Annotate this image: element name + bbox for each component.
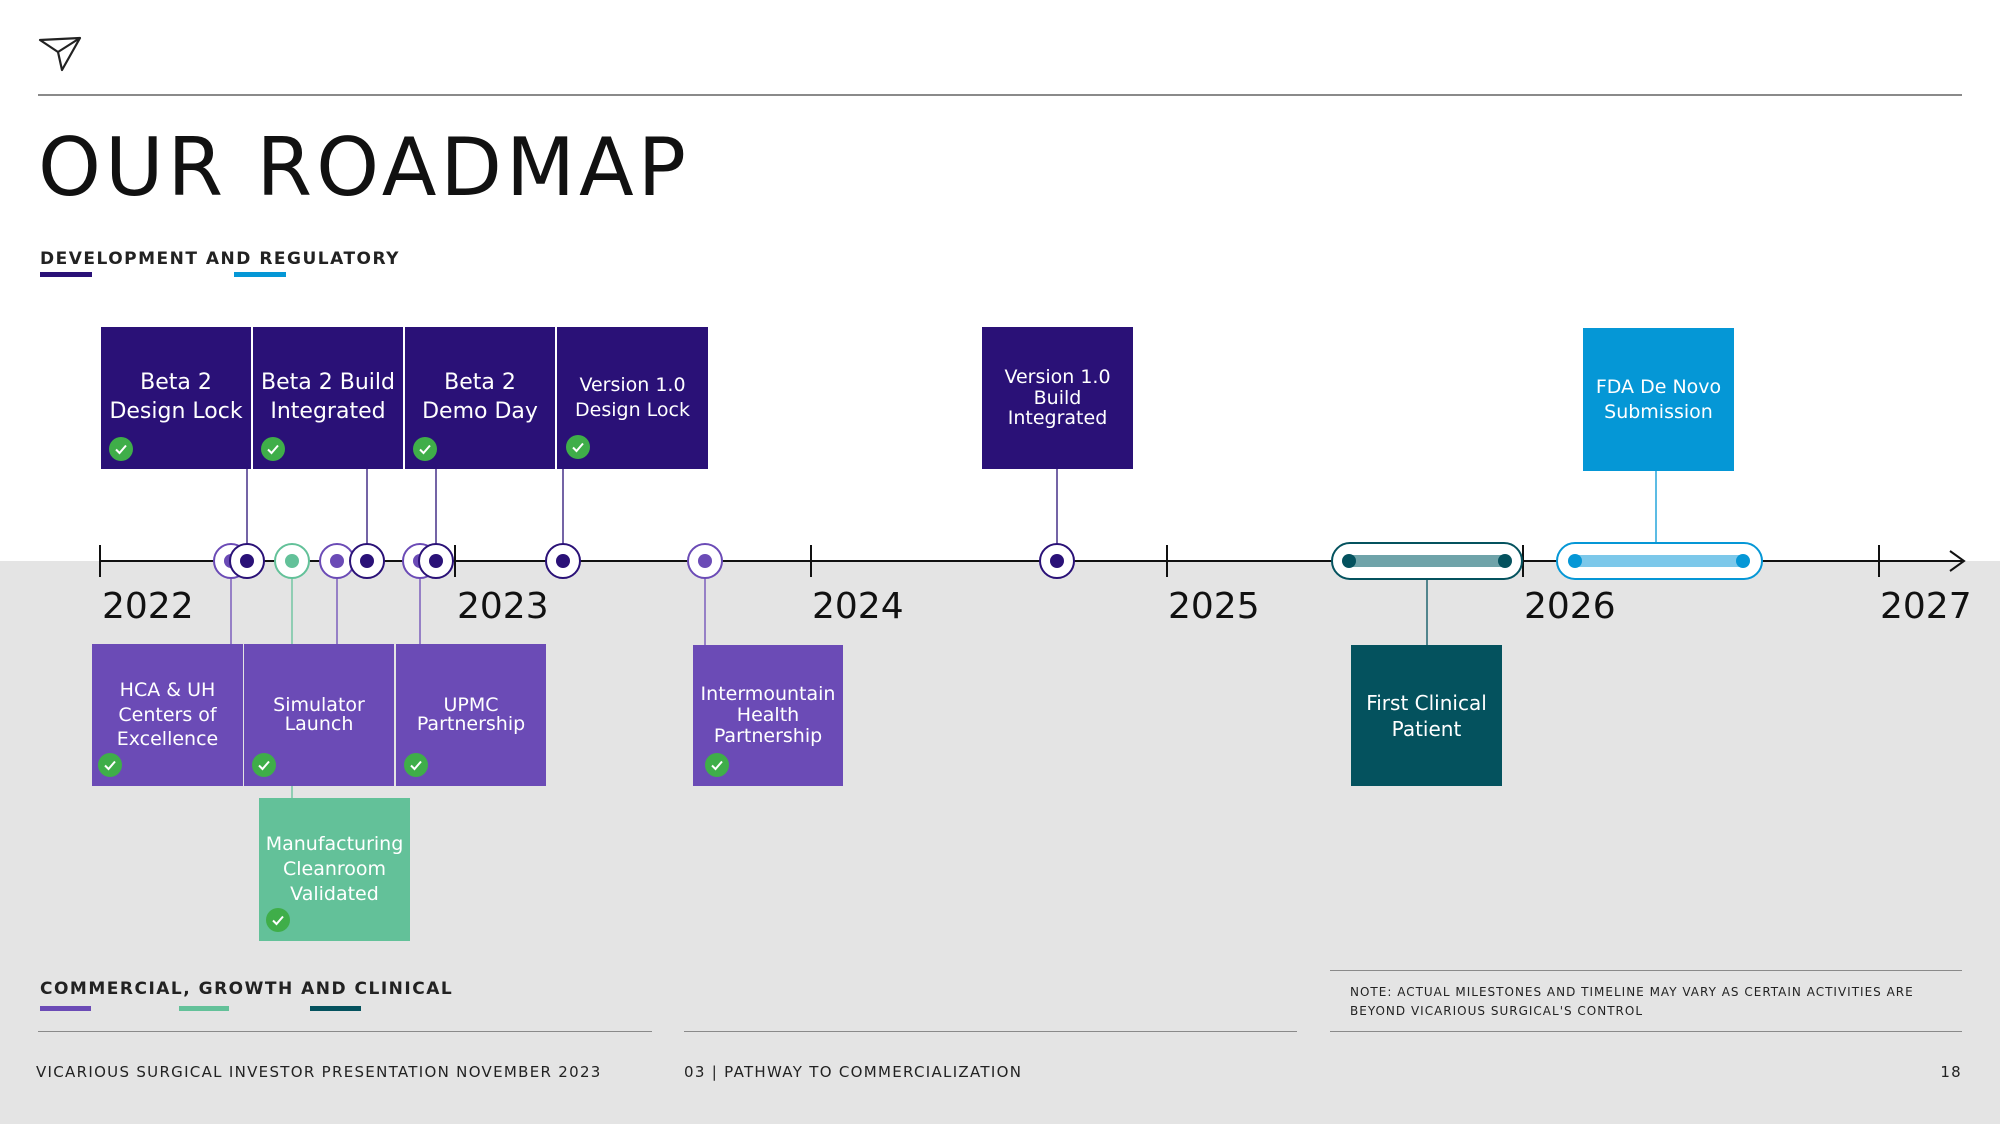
- milestone-label: Beta 2 Demo Day: [422, 370, 538, 424]
- checkmark-icon: [252, 753, 276, 777]
- checkmark-icon: [566, 435, 590, 459]
- milestone-label: Intermountain Health Partnership: [700, 683, 836, 747]
- milestone-fda-de-novo: FDA De Novo Submission: [1583, 328, 1734, 471]
- legend-bar-medium-purple: [40, 1006, 91, 1011]
- milestone-beta2-demo-day: Beta 2 Demo Day: [405, 327, 555, 469]
- milestone-v1-build-integrated: Version 1.0 Build Integrated: [982, 327, 1133, 469]
- year-label-2027: 2027: [1880, 586, 1972, 627]
- checkmark-icon: [413, 437, 437, 461]
- milestone-beta2-build-integrated: Beta 2 Build Integrated: [253, 327, 403, 469]
- company-logo-icon: [38, 36, 82, 72]
- checkmark-icon: [261, 437, 285, 461]
- footer-rule-left: [38, 1031, 652, 1032]
- milestone-label: Beta 2 Build Integrated: [261, 370, 395, 424]
- axis-arrow-icon: [1949, 550, 1966, 572]
- section-label-development: DEVELOPMENT AND REGULATORY: [40, 249, 400, 269]
- legend-bar-dark-purple: [40, 272, 92, 277]
- milestone-label: FDA De Novo Submission: [1595, 375, 1722, 423]
- milestone-label: Version 1.0 Build Integrated: [1004, 365, 1111, 430]
- page-title: OUR ROADMAP: [38, 121, 691, 214]
- range-start-dot: [1342, 554, 1356, 568]
- footer-rule-center: [684, 1031, 1297, 1032]
- milestone-beta2-design-lock: Beta 2 Design Lock: [101, 327, 251, 469]
- milestone-label: HCA & UH Centers of Excellence: [116, 678, 219, 751]
- milestone-label: UPMC Partnership: [416, 694, 526, 735]
- milestone-intermountain: Intermountain Health Partnership: [693, 645, 843, 786]
- page-number: 18: [1940, 1063, 1962, 1081]
- milestone-hca-uh: HCA & UH Centers of Excellence: [92, 644, 243, 786]
- year-label-2025: 2025: [1168, 586, 1260, 627]
- milestone-v1-design-lock: Version 1.0 Design Lock: [557, 327, 708, 469]
- legend-bar-teal: [310, 1006, 361, 1011]
- year-label-2026: 2026: [1524, 586, 1616, 627]
- milestone-first-clinical-patient: First Clinical Patient: [1351, 645, 1502, 786]
- milestone-upmc: UPMC Partnership: [396, 644, 546, 786]
- checkmark-icon: [404, 753, 428, 777]
- checkmark-icon: [705, 753, 729, 777]
- range-end-dot: [1736, 554, 1750, 568]
- milestone-label: Version 1.0 Design Lock: [575, 374, 690, 421]
- year-label-2023: 2023: [457, 586, 549, 627]
- milestone-label: First Clinical Patient: [1366, 690, 1487, 741]
- note-top-rule: [1330, 970, 1962, 971]
- checkmark-icon: [266, 908, 290, 932]
- section-label-commercial: COMMERCIAL, GROWTH AND CLINICAL: [40, 979, 454, 999]
- range-start-dot: [1568, 554, 1582, 568]
- milestone-label: Manufacturing Cleanroom Validated: [265, 833, 404, 905]
- milestone-manufacturing-cleanroom: Manufacturing Cleanroom Validated: [259, 798, 410, 941]
- legend-bar-green: [179, 1006, 229, 1011]
- disclaimer-note: NOTE: ACTUAL MILESTONES AND TIMELINE MAY…: [1350, 985, 1914, 1019]
- footer-section-name: 03 | PATHWAY TO COMMERCIALIZATION: [684, 1063, 1023, 1081]
- legend-bar-blue: [234, 272, 286, 277]
- milestone-label: Simulator Launch: [273, 694, 365, 735]
- header-divider: [38, 94, 1962, 96]
- milestone-simulator-launch: Simulator Launch: [244, 644, 394, 786]
- checkmark-icon: [109, 437, 133, 461]
- year-label-2024: 2024: [812, 586, 904, 627]
- range-end-dot: [1498, 554, 1512, 568]
- milestone-label: Beta 2 Design Lock: [109, 370, 243, 424]
- footer-rule-right: [1330, 1031, 1962, 1032]
- footer-presentation-title: VICARIOUS SURGICAL INVESTOR PRESENTATION…: [36, 1063, 602, 1081]
- checkmark-icon: [98, 753, 122, 777]
- year-label-2022: 2022: [102, 586, 194, 627]
